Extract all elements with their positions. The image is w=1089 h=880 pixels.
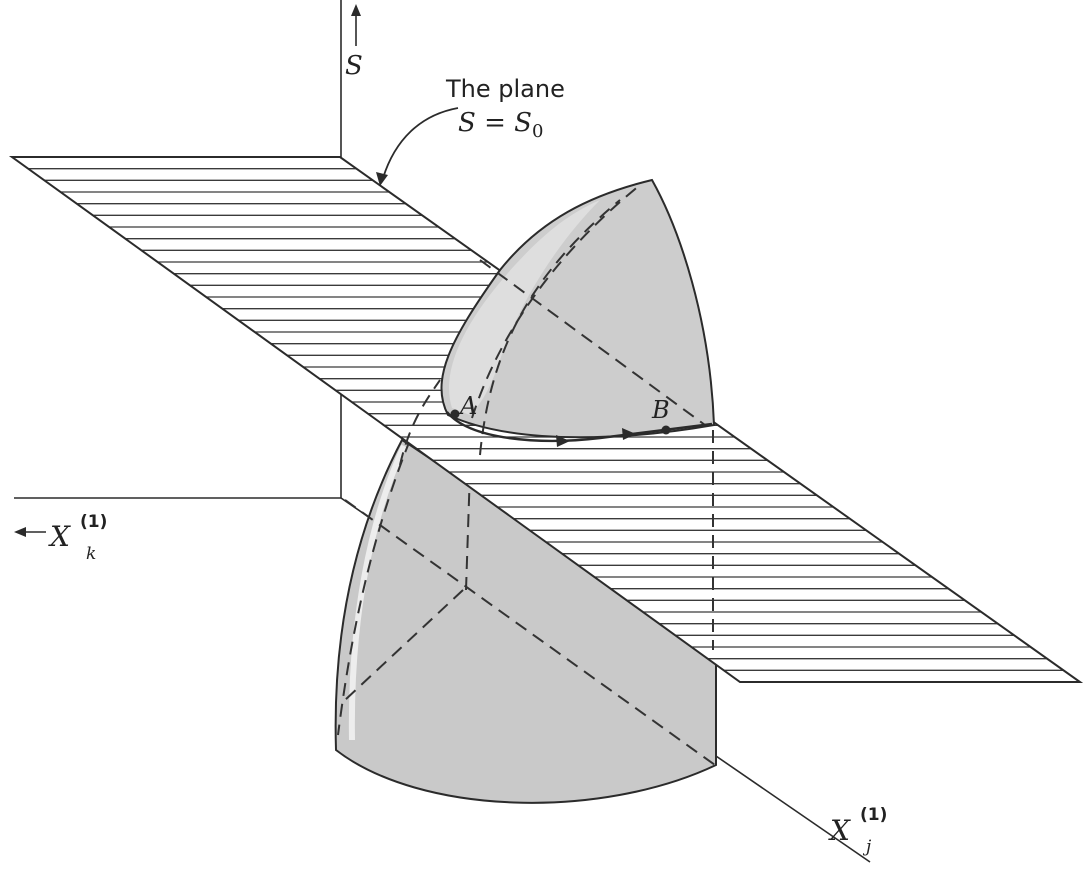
axis-xk-base: X <box>48 520 71 553</box>
plane-callout-arrow <box>382 107 459 179</box>
point-a-label: A <box>458 392 477 420</box>
point-b-label: B <box>651 396 670 424</box>
axis-xk-label: X <box>48 520 71 553</box>
xk-arrow-head <box>14 527 26 537</box>
axis-xk-sub: k <box>86 544 96 564</box>
upper-dash-ridge <box>479 199 621 456</box>
curve-arrow-1 <box>556 435 570 447</box>
curve-a-to-b <box>446 411 713 442</box>
axis-xj-sup: (1) <box>860 805 887 825</box>
upper-dash-diag <box>479 259 706 426</box>
plane-callout-arrowhead <box>376 172 388 186</box>
plane-outline <box>8 156 1084 683</box>
axis-xj-label: X <box>828 814 851 847</box>
curve-arrow-2 <box>622 428 636 440</box>
plane-callout <box>376 107 459 186</box>
plane-title-line1: The plane <box>445 75 565 103</box>
axis-xj-base: X <box>828 814 851 847</box>
surface-upper <box>399 178 716 650</box>
lower-dash-diag <box>344 499 716 766</box>
upper-dash-curve-right <box>399 379 441 466</box>
plane-title-line2: S = S0 <box>458 108 543 142</box>
point-b-marker <box>661 425 671 435</box>
surface-lower-edge-dash <box>337 439 411 736</box>
axis-s-label: S <box>345 51 363 81</box>
point-a-marker <box>450 409 460 419</box>
lower-dash-left <box>344 589 464 701</box>
surface-lower <box>334 438 717 804</box>
plane-eq: S = S <box>458 108 532 138</box>
surface-upper-left-light <box>449 200 600 415</box>
surface-lower-body <box>334 438 717 804</box>
plane-eq-sub: 0 <box>532 121 543 142</box>
axis-xk-sup: (1) <box>80 512 107 532</box>
s-arrow-head <box>351 4 361 16</box>
axis-xj-sub: j <box>862 837 872 857</box>
